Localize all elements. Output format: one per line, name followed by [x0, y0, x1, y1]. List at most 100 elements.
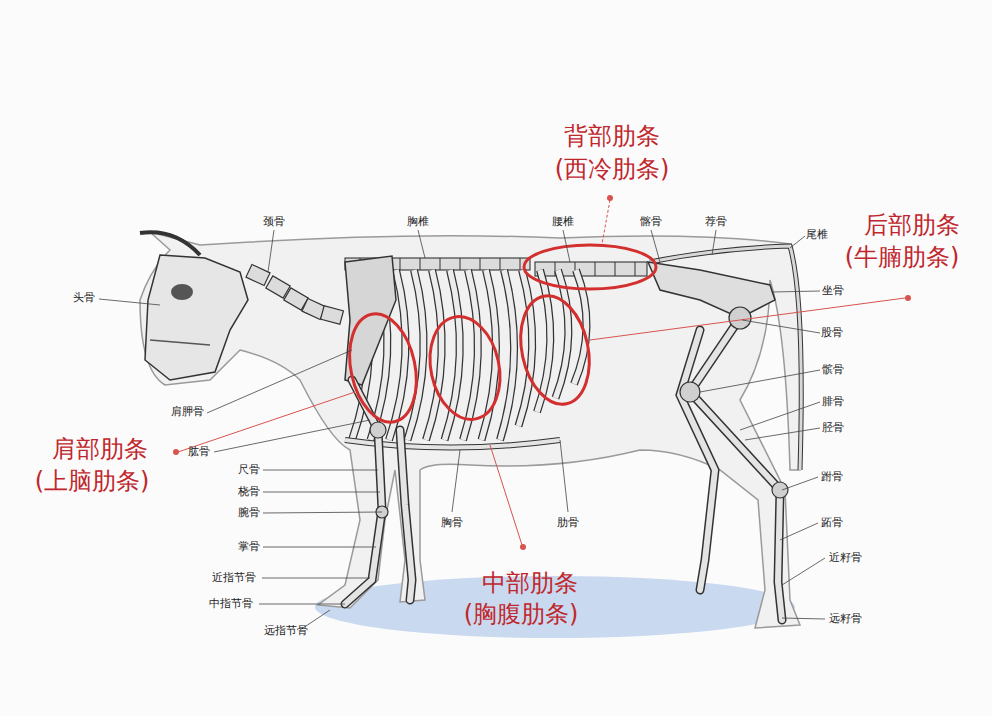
bone-label: 髂骨: [640, 216, 662, 229]
skeleton-shape: [782, 618, 825, 619]
bone-label: 胸椎: [407, 216, 429, 229]
skeleton-shape: [99, 230, 825, 630]
skeleton-shape: [150, 340, 210, 345]
skeleton-shape: [740, 402, 820, 430]
skeleton-shape: [452, 450, 460, 512]
bone-label: 坐骨: [822, 285, 844, 298]
skeleton-shape: [648, 262, 775, 318]
skeleton-shape: [651, 230, 660, 262]
skeleton-shape: [214, 420, 370, 452]
skeleton-shape: [607, 195, 613, 201]
skeleton-shape: [490, 445, 522, 545]
skeleton-shape: [145, 255, 248, 380]
bone-label: 荐骨: [705, 216, 727, 229]
skeleton-shape: [560, 440, 568, 512]
skeleton-shape: [408, 270, 424, 440]
skeleton-shape: [742, 320, 820, 333]
skeleton-shape: [370, 307, 788, 518]
skeleton-shape: [173, 449, 179, 455]
skeleton-shape: [207, 350, 352, 413]
region-label: (胸腹肋条): [464, 601, 579, 629]
skeleton-shape: [263, 512, 382, 513]
bone-label: 尾椎: [806, 229, 828, 242]
skeleton-shape: [905, 295, 911, 301]
skeleton-shape: [782, 477, 818, 490]
skeleton-shape: [556, 270, 569, 398]
skeleton-shape: [590, 298, 905, 340]
skeleton-shape: [345, 318, 782, 620]
region-label: 后部肋条: [864, 212, 960, 240]
skeleton-shape: [729, 307, 751, 329]
skeleton-shape: [780, 523, 818, 540]
skeleton-shape: [140, 232, 200, 255]
skeleton-shape: [140, 232, 801, 628]
bone-label: 桡骨: [238, 486, 260, 499]
skeleton-shape: [345, 256, 396, 385]
skeleton-shape: [408, 270, 424, 440]
skeleton-shape: [259, 604, 345, 605]
skeleton-shape: [463, 270, 478, 440]
skeleton-shape: [246, 264, 270, 285]
skeleton-shape: [263, 470, 378, 471]
skeleton-shape: [790, 236, 805, 248]
bone-label: 头骨: [73, 292, 95, 305]
bone-label: 远籽骨: [829, 613, 862, 626]
skeleton-shape: [500, 270, 514, 440]
skeleton-shape: [340, 308, 425, 429]
bone-label: 髌骨: [822, 364, 844, 377]
skeleton-shape: [360, 258, 635, 276]
skeleton-shape: [500, 270, 514, 440]
bone-label: 腓骨: [822, 396, 844, 409]
bone-label: 近籽骨: [829, 552, 862, 565]
region-label: (上脑肋条): [35, 468, 150, 496]
region-label: 中部肋条: [482, 570, 578, 598]
bone-label: 腕骨: [238, 507, 260, 520]
skeleton-shape: [680, 382, 700, 402]
skeleton-shape: [178, 392, 355, 452]
skeleton-shape: [712, 230, 716, 255]
region-label: 背部肋条: [564, 123, 660, 151]
bone-label: 跖骨: [821, 517, 843, 530]
skeleton-shape: [556, 270, 569, 398]
region-label: (西冷肋条): [555, 156, 670, 184]
region-label: 肩部肋条: [52, 436, 148, 464]
skeleton-shape: [520, 544, 526, 550]
skeleton-shape: [263, 547, 376, 548]
skeleton-shape: [262, 578, 370, 579]
skeleton-shape: [426, 270, 442, 440]
skeleton-shape: [400, 430, 412, 600]
bone-label: 掌骨: [238, 541, 260, 554]
skeleton-shape: [602, 200, 610, 244]
skeleton-shape: [263, 492, 380, 493]
skeleton-shape: [426, 270, 442, 440]
bone-label: 腰椎: [552, 216, 574, 229]
bone-label: 跗骨: [821, 471, 843, 484]
skeleton-shape: [511, 289, 598, 410]
skeleton-shape: [418, 230, 425, 258]
bone-label: 远指节骨: [264, 625, 308, 638]
bone-label: 中指节骨: [209, 598, 253, 611]
skeleton-shape: [535, 262, 647, 276]
skeleton-shape: [321, 306, 344, 325]
skeleton-shape: [772, 291, 820, 292]
skeleton-shape: [370, 422, 386, 438]
skeleton-shape: [524, 245, 656, 289]
skeleton-shape: [360, 258, 635, 276]
skeleton-shape: [246, 264, 343, 324]
bone-label: 胸骨: [441, 517, 463, 530]
skeleton-shape: [421, 310, 509, 426]
skeleton-shape: [173, 195, 911, 550]
bone-label: 肱骨: [188, 446, 210, 459]
skeleton-shape: [782, 558, 825, 585]
bone-label: 胫骨: [822, 422, 844, 435]
skeleton-shape: [680, 330, 715, 590]
region-label: (牛腩肋条): [845, 244, 960, 272]
skeleton-shape: [463, 270, 478, 440]
skeleton-shape: [700, 370, 820, 392]
skeleton-shape: [99, 299, 160, 305]
bone-label: 肩胛骨: [171, 406, 204, 419]
bone-label: 尺骨: [238, 464, 260, 477]
skeleton-shape: [400, 430, 412, 600]
bone-label: 颈骨: [263, 216, 285, 229]
skeleton-shape: [340, 245, 656, 428]
